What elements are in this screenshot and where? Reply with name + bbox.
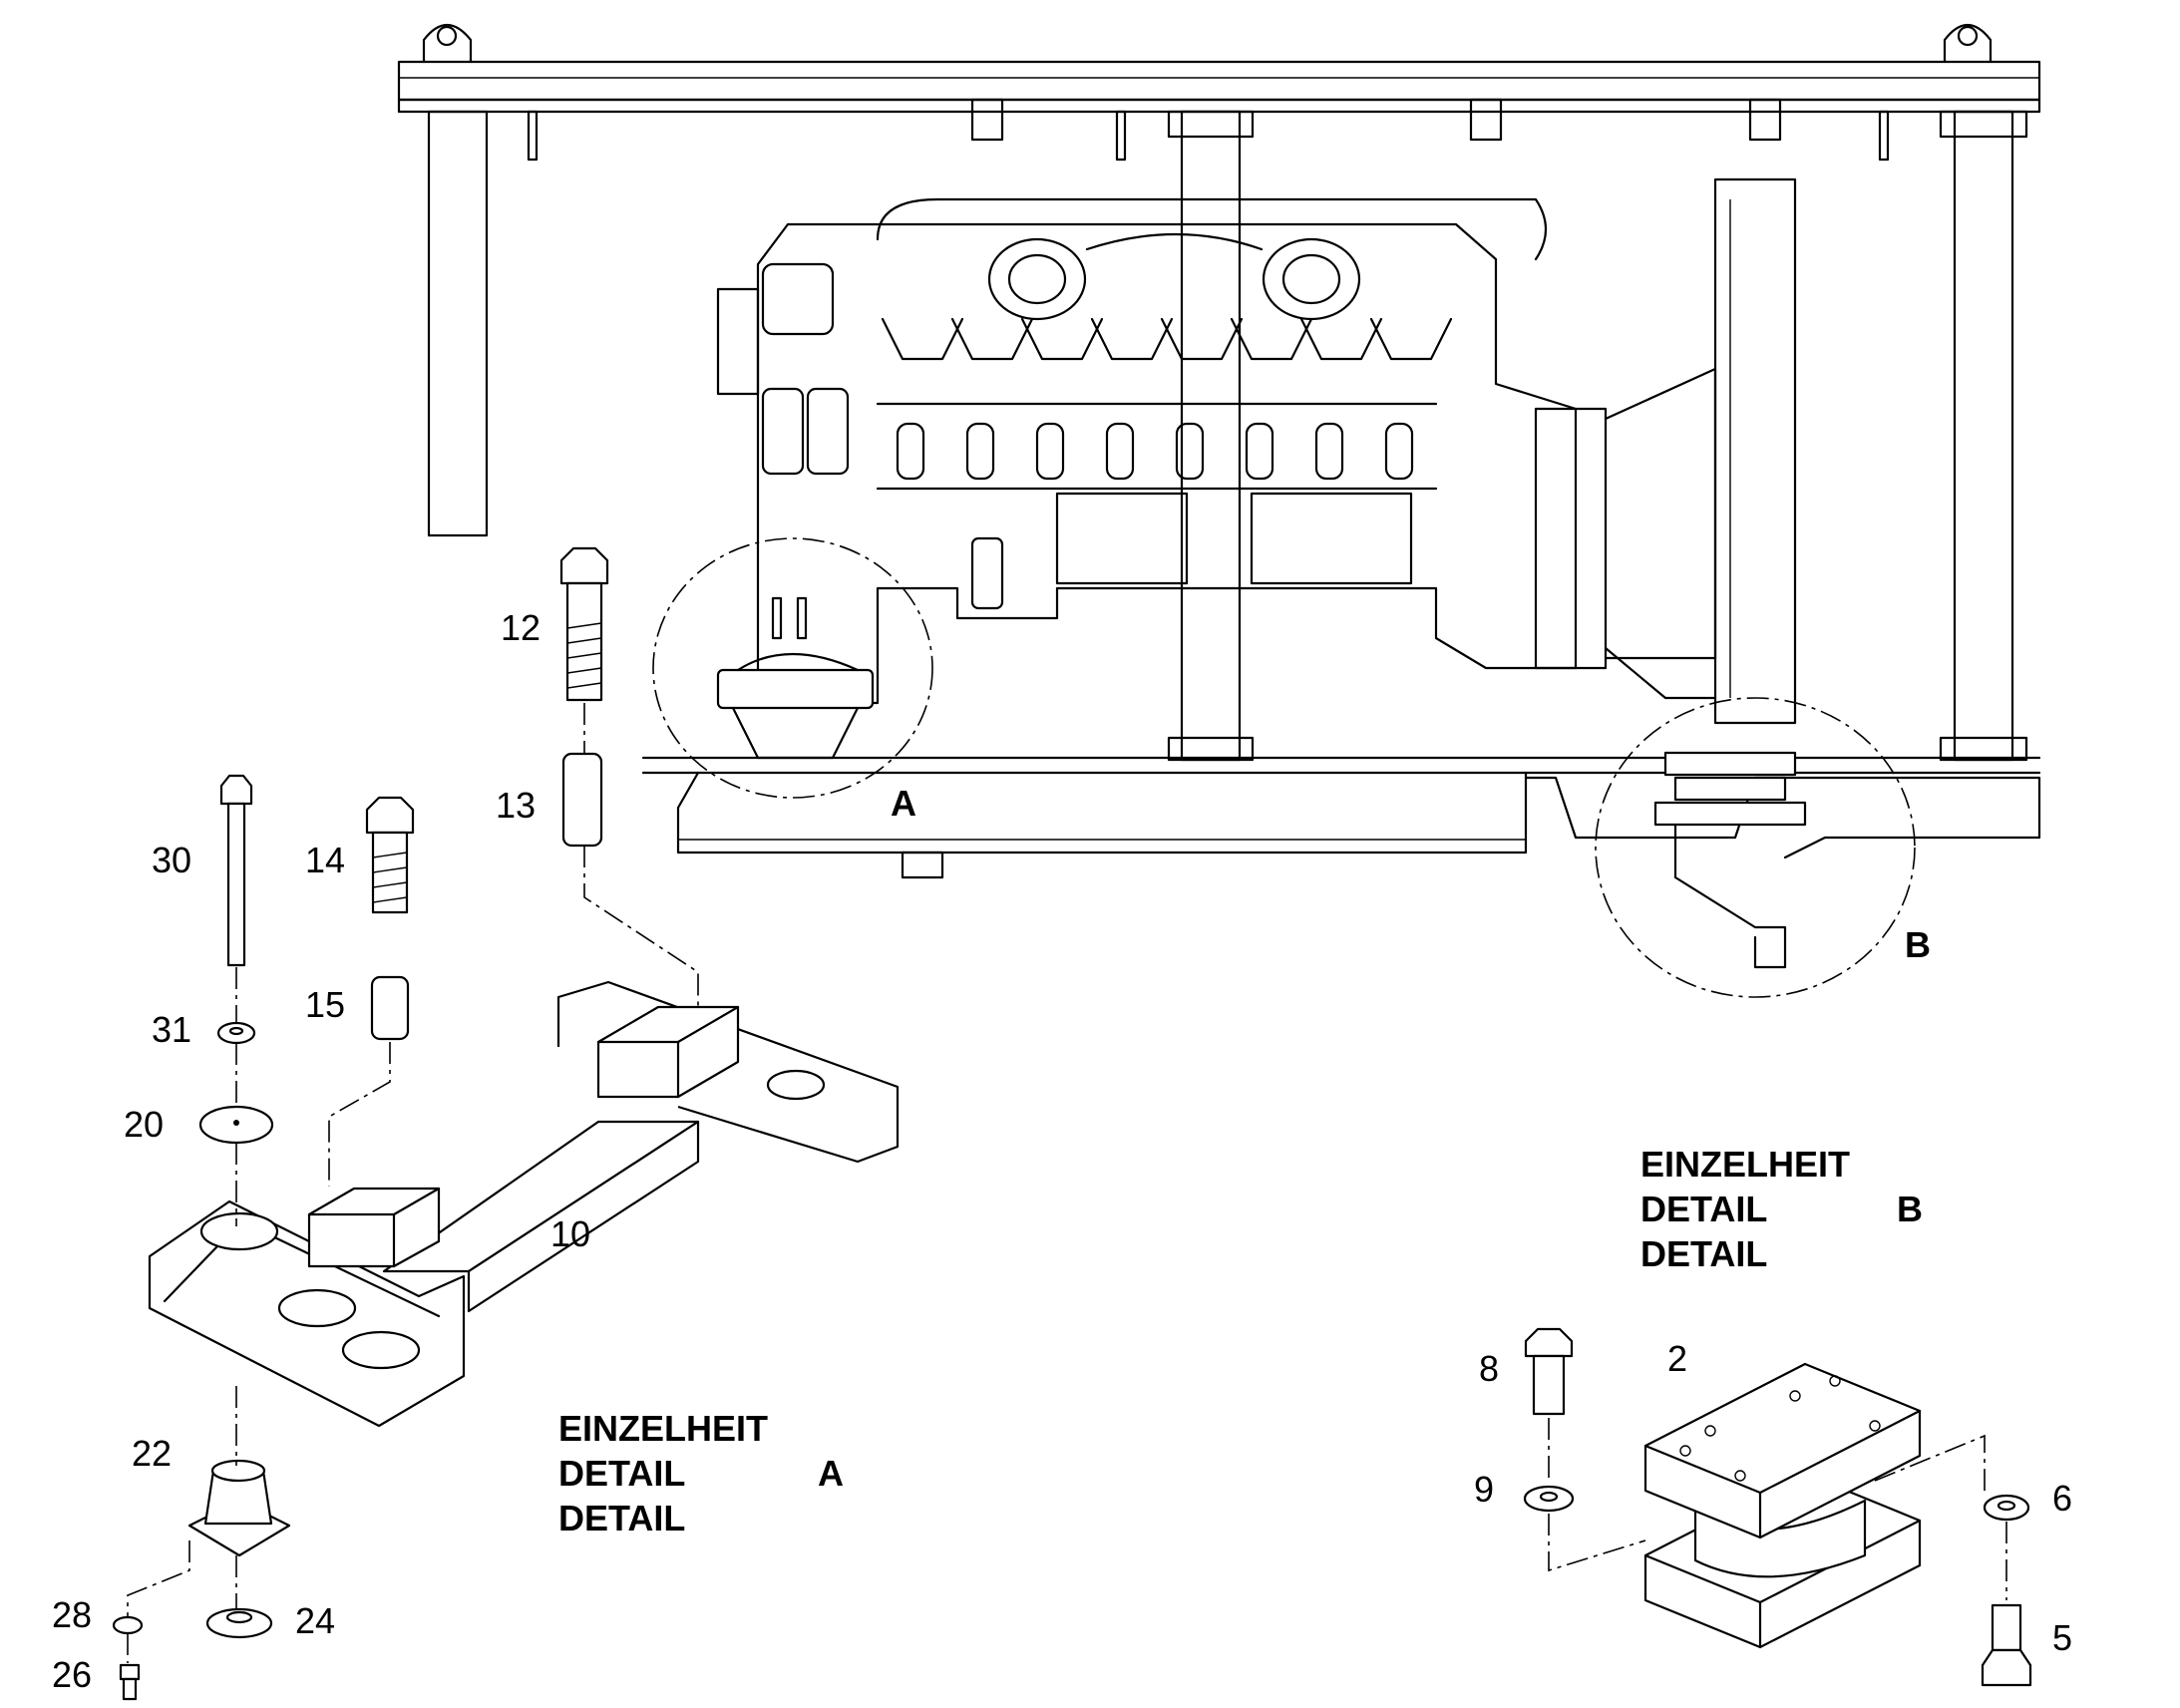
detail-b-line1: EINZELHEIT [1640,1144,1850,1185]
lifting-eye-right [1943,24,1993,64]
bolt-5 [1981,1603,2032,1687]
detail-b-exploded [1523,1327,2032,1687]
frame-assembly [397,24,2041,879]
bolt-26 [119,1663,141,1701]
detail-a-line1: EINZELHEIT [558,1408,768,1449]
turbochargers [876,197,1547,321]
callout-15: 15 [305,984,345,1025]
callout-30: 30 [152,840,191,880]
callout-26: 26 [52,1654,92,1695]
sleeve-15 [370,975,410,1041]
detail-a-line2: DETAIL [558,1453,685,1494]
filters [716,262,1004,610]
callout-24: 24 [295,1600,335,1641]
bolt-12 [559,546,609,702]
mount-22 [187,1459,291,1557]
washer-6 [1983,1494,2030,1522]
callout-13: 13 [496,785,536,826]
detail-a-caption: EINZELHEIT DETAIL A DETAIL [558,1408,844,1538]
engine-block [716,177,1807,969]
callout-12: 12 [501,607,541,648]
bolt-14 [365,796,415,914]
cylinder-liners [896,422,1414,481]
callout-9: 9 [1474,1469,1494,1510]
sleeve-13 [561,752,603,848]
detail-marker-a: A [891,783,916,824]
engine-mount-b [1653,751,1807,969]
detail-b-caption: EINZELHEIT DETAIL B DETAIL [1640,1144,1923,1274]
washer-28 [112,1615,144,1635]
detail-circle-a [652,537,933,799]
bolt-8 [1524,1327,1574,1416]
subframe-10 [148,980,900,1428]
detail-a-exploded [112,546,900,1701]
detail-b-line2: DETAIL [1640,1189,1767,1229]
callout-5: 5 [2052,1617,2072,1658]
callout-22: 22 [132,1433,172,1474]
callout-31: 31 [152,1009,191,1050]
engine-mount-a [716,596,875,760]
washer-9 [1523,1485,1575,1513]
detail-circle-b [1595,697,1916,998]
callout-28: 28 [52,1594,92,1635]
lifting-eye-left [422,24,473,64]
mount-2 [1643,1362,1922,1649]
callout-14: 14 [305,840,345,880]
detail-b-letter: B [1897,1189,1923,1229]
detail-a-letter: A [818,1453,844,1494]
callout-20: 20 [124,1104,164,1145]
cylinder-heads [881,317,1453,361]
bolt-30 [219,774,253,967]
detail-b-line3: DETAIL [1640,1233,1767,1274]
detail-marker-b: B [1905,924,1931,965]
callout-6: 6 [2052,1478,2072,1519]
callout-8: 8 [1479,1348,1499,1389]
callout-10: 10 [550,1213,590,1254]
detail-a-line3: DETAIL [558,1498,685,1538]
callout-labels: 2 5 6 8 9 10 12 13 14 15 20 22 24 26 28 … [52,607,2072,1695]
callout-2: 2 [1667,1338,1687,1379]
